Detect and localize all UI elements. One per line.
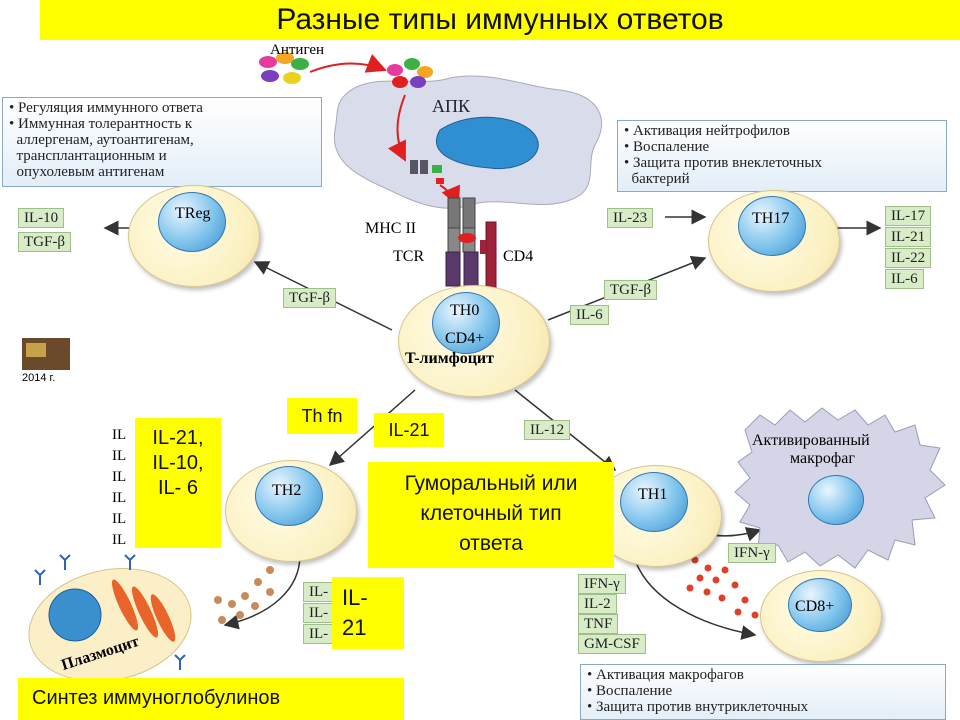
th2-cytokine-3: IL- <box>303 624 335 644</box>
il21-top-box: IL-21 <box>374 413 444 447</box>
thfn-box: Th fn <box>287 398 357 434</box>
antigen-cluster <box>259 52 309 84</box>
apc-label: АПК <box>432 96 471 116</box>
cd4-label: CD4 <box>503 248 534 265</box>
treg-info-box: • Регуляция иммунного ответа• Иммунная т… <box>2 97 322 187</box>
cd8-nucleus <box>788 578 852 632</box>
th2-nucleus <box>255 466 323 526</box>
th0-label: TH0 <box>450 302 480 319</box>
th17-cytokine-il21: IL-21 <box>885 227 932 247</box>
th1-secretion-dots <box>686 556 759 619</box>
treg-cytokine-il10: IL-10 <box>18 208 65 228</box>
th17-nucleus <box>738 196 806 256</box>
stamp-year: 2014 г. <box>22 372 56 384</box>
antigen-label: Антиген <box>270 42 325 58</box>
mhc-fragment <box>410 160 444 184</box>
th1-info-box: • Активация макрофагов• Воспаление• Защи… <box>580 664 946 720</box>
cd8-label: CD8+ <box>795 598 835 615</box>
treg-label: TReg <box>175 205 211 222</box>
mhc-tcr-complex <box>445 197 497 289</box>
th0-lymphocyte-label: T-лимфоцит <box>405 350 494 367</box>
th1-nucleus <box>620 472 688 532</box>
th17-cytokine-il17: IL-17 <box>885 206 932 226</box>
th17-cytokine-il22: IL-22 <box>885 248 932 268</box>
antibodies <box>34 554 186 670</box>
th2-cytokine-2: IL- <box>303 603 335 623</box>
mhc-label: MHC II <box>365 220 417 237</box>
th1-cytokine-ifng: IFN-γ <box>578 574 626 594</box>
antigen-cluster-apc <box>387 58 433 88</box>
th17-input-tgfb: TGF-β <box>604 280 657 300</box>
th17-cytokine-il6: IL-6 <box>885 269 924 289</box>
th2-cytokine-box: IL-21, IL-10, IL- 6 <box>135 418 221 548</box>
th1-cytokine-tnf: TNF <box>578 614 619 634</box>
page-title: Разные типы иммунных ответов <box>276 3 724 36</box>
plasmocyte-nucleus <box>48 588 102 642</box>
plasmocyte-cell <box>28 568 192 682</box>
th2-secretion-dots <box>214 566 274 624</box>
th1-input-il12: IL-12 <box>524 420 571 440</box>
th1-cytokine-il2: IL-2 <box>578 594 617 614</box>
th17-input-il23: IL-23 <box>607 208 654 228</box>
th2-cytokine-1: IL- <box>303 582 335 602</box>
th2-label: TH2 <box>272 482 302 499</box>
treg-nucleus <box>158 192 226 252</box>
macrophage-label-2: макрофаг <box>790 450 855 467</box>
treg-cytokine-tgfb: TGF-β <box>18 232 71 252</box>
tcr-label: TCR <box>393 248 425 265</box>
macrophage-label-1: Активированный <box>752 432 870 449</box>
th17-input-il6: IL-6 <box>570 305 609 325</box>
treg-input-tgfb: TGF-β <box>283 288 336 308</box>
apc-nucleus <box>436 116 539 170</box>
title-banner: Разные типы иммунных ответов <box>40 0 960 40</box>
il21-bottom-box: IL- 21 <box>332 577 404 649</box>
th1-cytokine-gmcsf: GM-CSF <box>578 634 646 654</box>
th0-cd4-label: CD4+ <box>445 330 485 347</box>
th1-ifn-label: IFN-γ <box>728 543 776 563</box>
response-type-box: Гуморальный или клеточный тип ответа <box>368 462 614 568</box>
th17-label: TH17 <box>752 210 790 227</box>
th1-label: TH1 <box>638 486 668 503</box>
th0-nucleus <box>432 292 500 354</box>
th17-info-box: • Активация нейтрофилов• Воспаление• Защ… <box>617 120 947 192</box>
macrophage-nucleus <box>808 475 864 525</box>
plasmocyte-er <box>111 579 176 642</box>
synthesis-box: Синтез иммуноглобулинов <box>18 678 404 720</box>
